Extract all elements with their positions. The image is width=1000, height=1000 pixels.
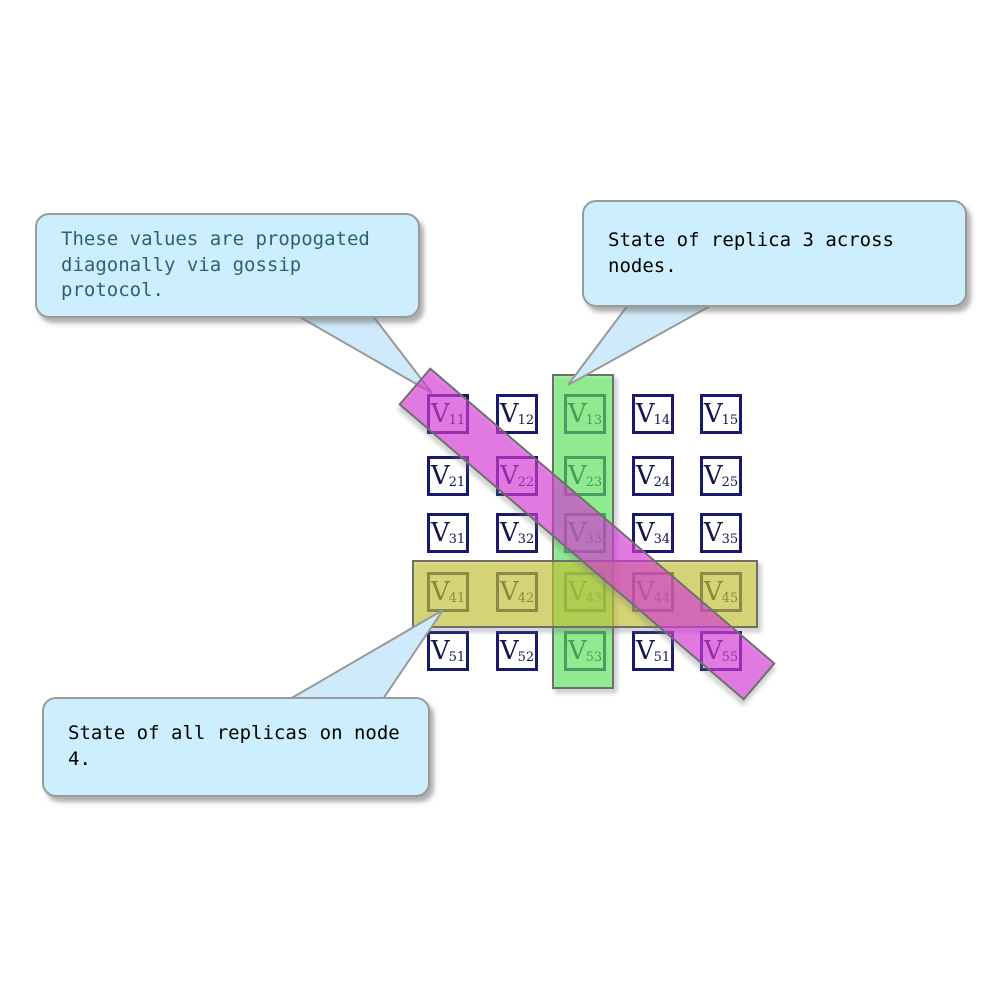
callout-replica: State of replica 3 across nodes. <box>582 200 967 307</box>
callout-node-text: State of all replicas on node 4. <box>68 722 400 770</box>
callout-tail-replica <box>567 304 716 386</box>
callout-node: State of all replicas on node 4. <box>42 697 430 797</box>
callout-tail-node <box>286 609 444 700</box>
callout-gossip: These values are propogated diagonally v… <box>35 213 420 318</box>
callout-gossip-text: These values are propogated diagonally v… <box>61 228 370 302</box>
callout-tail-gossip <box>294 315 433 394</box>
callout-replica-text: State of replica 3 across nodes. <box>608 228 894 277</box>
